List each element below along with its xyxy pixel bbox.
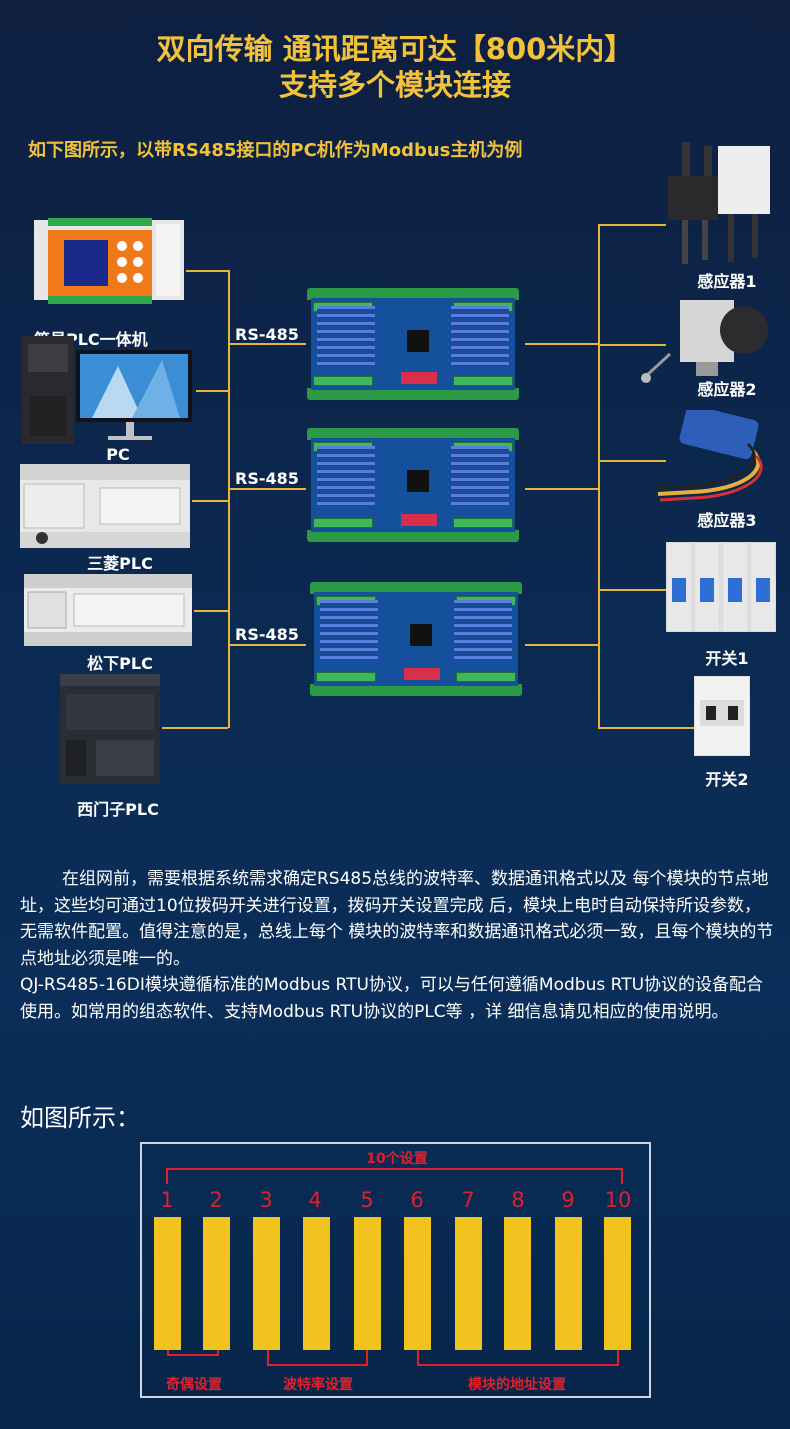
bus-out-module-2 [525, 488, 598, 490]
bus-label-3: RS-485 [235, 625, 299, 644]
siemens-plc-icon [60, 674, 160, 784]
bus-stub-plc-hmi [186, 270, 228, 272]
dip-switch-10 [604, 1217, 631, 1350]
device-label-sensor-2: 感应器2 [697, 380, 757, 399]
headline-line-1: 双向传输 通讯距离可达【800米内】 [156, 32, 634, 66]
dip-switch-7 [455, 1217, 482, 1350]
bus-trunk-left [228, 270, 230, 728]
body-text: 在组网前，需要根据系统需求确定RS485总线的波特率、数据通讯格式以及 每个模块… [20, 866, 776, 1025]
device-label-sensor-1: 感应器1 [697, 272, 757, 291]
dip-switch-3 [253, 1217, 280, 1350]
dip-number-9: 9 [561, 1188, 575, 1212]
dip-number-6: 6 [410, 1188, 424, 1212]
device-label-sensor-3: 感应器3 [697, 511, 757, 530]
bus-stub-switch-1 [598, 589, 666, 591]
bus-label-2: RS-485 [235, 469, 299, 488]
panasonic-plc-icon [24, 574, 192, 646]
bus-stub-siemens [162, 727, 228, 729]
dip-number-10: 10 [604, 1188, 632, 1212]
dip-top-label: 10个设置 [366, 1151, 428, 1167]
group-label-parity: 奇偶设置 [166, 1377, 222, 1393]
body-paragraph-2: QJ-RS485-16DI模块遵循标准的Modbus RTU协议，可以与任何遵循… [20, 975, 764, 1022]
group-bracket-parity [167, 1354, 219, 1356]
device-label-mitsubishi: 三菱PLC [87, 554, 153, 573]
bus-stub-sensor-2 [598, 344, 666, 346]
breaker-switch-icon [665, 541, 777, 633]
bus-stub-pc [196, 390, 228, 392]
bus-branch-module-2 [228, 488, 306, 490]
dip-number-4: 4 [308, 1188, 322, 1212]
bus-out-module-3 [525, 644, 598, 646]
dip-switch-6 [404, 1217, 431, 1350]
io-module-3 [310, 582, 522, 696]
intro-text: 如下图所示，以带RS485接口的PC机作为Modbus主机为例 [28, 140, 523, 161]
dip-number-3: 3 [259, 1188, 273, 1212]
plc-hmi-unit-icon [34, 216, 184, 304]
bus-trunk-right [598, 224, 600, 728]
bus-stub-switch-2 [598, 727, 694, 729]
breaker-switch-2-icon [693, 675, 751, 757]
dip-switch-4 [303, 1217, 330, 1350]
group-label-baud: 波特率设置 [283, 1377, 353, 1393]
dip-switch-5 [354, 1217, 381, 1350]
device-label-siemens: 西门子PLC [77, 800, 159, 819]
desktop-pc-icon [22, 336, 194, 446]
dip-number-5: 5 [360, 1188, 374, 1212]
dip-number-7: 7 [461, 1188, 475, 1212]
group-label-address: 模块的地址设置 [468, 1377, 566, 1393]
sensor-encoder-icon [640, 294, 776, 386]
dip-top-bracket [166, 1168, 623, 1170]
bus-stub-sensor-1 [598, 224, 666, 226]
dip-switch-2 [203, 1217, 230, 1350]
dip-switch-figure: 10个设置 1 2 3 4 5 6 7 8 9 10 奇偶设置 波特率设置 模块… [140, 1142, 651, 1398]
io-module-2 [307, 428, 519, 542]
bus-stub-panasonic [194, 610, 228, 612]
dip-switch-9 [555, 1217, 582, 1350]
device-label-pc: PC [106, 445, 130, 464]
bus-branch-module-1 [228, 343, 306, 345]
io-module-1 [307, 288, 519, 400]
mitsubishi-plc-icon [20, 464, 190, 548]
device-label-switch-1: 开关1 [705, 649, 749, 668]
dip-switch-1 [154, 1217, 181, 1350]
dip-number-2: 2 [209, 1188, 223, 1212]
bus-stub-sensor-3 [598, 460, 666, 462]
sensor-humidity-icon [652, 404, 778, 504]
headline-line-2: 支持多个模块连接 [278, 68, 511, 102]
bus-branch-module-3 [228, 644, 306, 646]
figure-title: 如图所示： [20, 1104, 140, 1132]
group-bracket-baud [267, 1364, 368, 1366]
sensor-probe-icon [668, 138, 774, 266]
group-bracket-address [417, 1364, 619, 1366]
bus-stub-mitsubishi [192, 500, 228, 502]
dip-number-8: 8 [511, 1188, 525, 1212]
dip-number-1: 1 [160, 1188, 174, 1212]
bus-label-1: RS-485 [235, 325, 299, 344]
bus-out-module-1 [525, 343, 598, 345]
body-paragraph-1: 在组网前，需要根据系统需求确定RS485总线的波特率、数据通讯格式以及 每个模块… [20, 869, 774, 969]
dip-switch-8 [504, 1217, 531, 1350]
device-label-panasonic: 松下PLC [87, 654, 153, 673]
device-label-switch-2: 开关2 [705, 770, 749, 789]
